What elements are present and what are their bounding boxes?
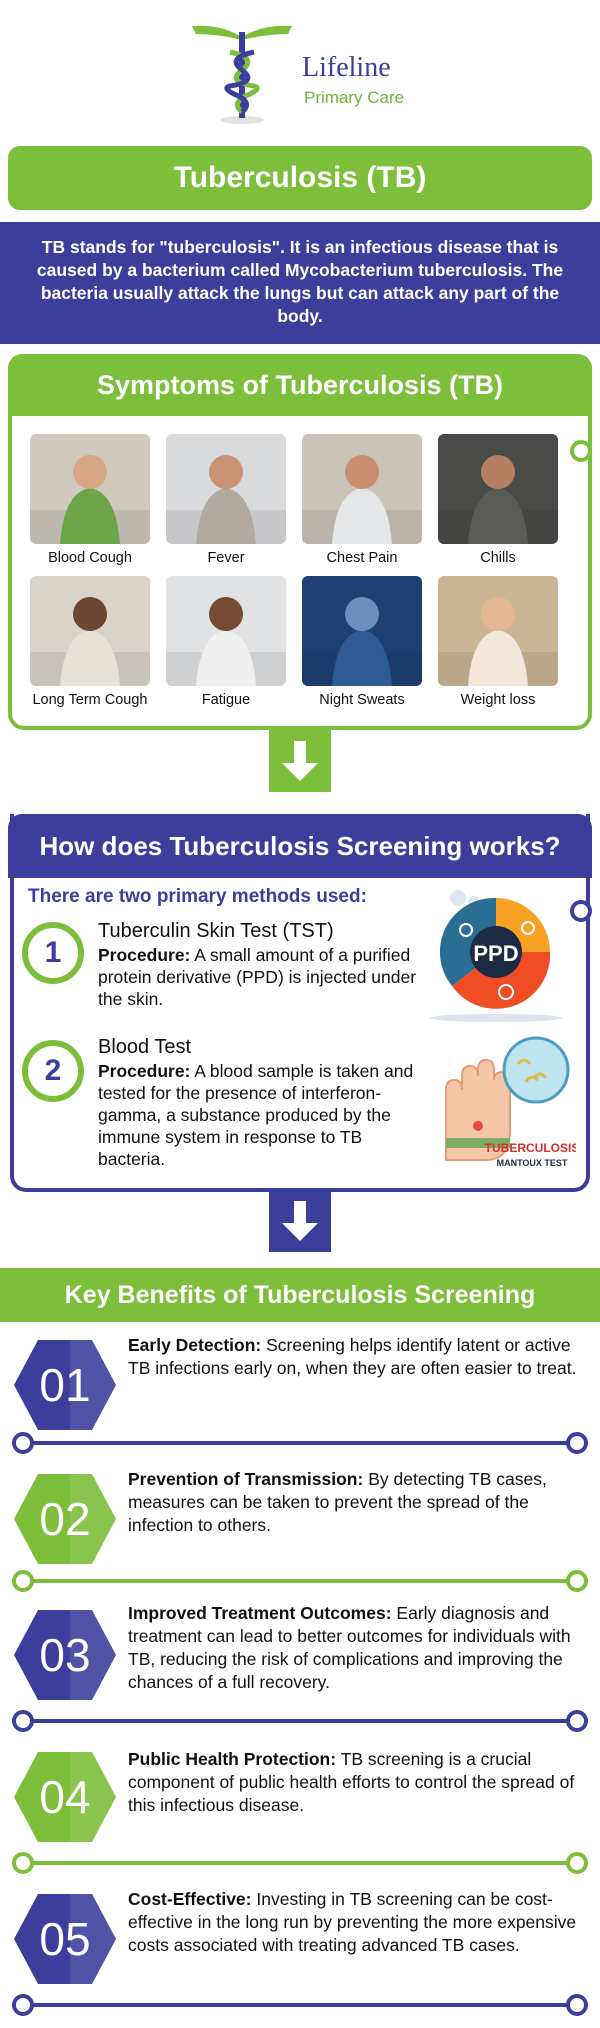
lifeline-logo: Lifeline Primary Care [190, 22, 430, 126]
symptom-card: Long Term Cough [30, 576, 150, 708]
benefit-number: 04 [39, 1771, 91, 1823]
photo-waist-tape [438, 576, 558, 686]
methods-intro: There are two primary methods used: [28, 886, 367, 907]
method-2-number: 2 [22, 1040, 84, 1102]
procedure-text: A small amount of a purified protein der… [98, 945, 417, 1009]
benefit-desc: By detecting TB cases, measures can be t… [128, 1469, 547, 1535]
benefit-text: Public Health Protection: TB screening i… [128, 1748, 584, 1817]
photo-woman-tired [166, 576, 286, 686]
frame-ring-icon [570, 440, 592, 462]
procedure-label: Procedure: [98, 1061, 191, 1081]
benefit-number-badge: 02 [12, 1472, 118, 1566]
benefit-number-badge: 01 [12, 1338, 118, 1432]
photo-man-forehead [166, 434, 286, 544]
benefit-text: Early Detection: Screening helps identif… [128, 1334, 584, 1380]
brand-name: Lifeline [302, 52, 391, 83]
mantoux-test-icon: TUBERCULOSIS MANTOUX TEST [445, 1036, 576, 1168]
benefit-desc: Investing in TB screening can be cost-ef… [128, 1889, 577, 1955]
benefit-desc: Screening helps identify latent or activ… [128, 1335, 577, 1378]
symptom-label: Fever [207, 550, 245, 566]
benefit-number: 03 [39, 1629, 91, 1681]
down-arrow-icon [269, 730, 331, 792]
benefit-text: Cost-Effective: Investing in TB screenin… [128, 1888, 584, 1957]
procedure-text: A blood sample is taken and tested for t… [98, 1061, 414, 1169]
brand-tagline: Primary Care [304, 88, 405, 107]
benefit-title: Public Health Protection: [128, 1749, 337, 1769]
screening-heading: How does Tuberculosis Screening works? [8, 814, 592, 878]
photo-woman-blanket [438, 434, 558, 544]
mantoux-sub: MANTOUX TEST [497, 1158, 568, 1168]
page-title: Tuberculosis (TB) [8, 146, 592, 210]
benefit-number: 05 [39, 1913, 91, 1965]
symptom-label: Blood Cough [48, 550, 132, 566]
symptom-label: Night Sweats [319, 692, 405, 708]
symptom-card: Night Sweats [302, 576, 422, 708]
photo-woman-tissue [30, 576, 150, 686]
symptom-card: Weight loss [438, 576, 558, 708]
symptom-label: Long Term Cough [32, 692, 148, 708]
benefit-title: Early Detection: [128, 1335, 262, 1355]
benefits-heading: Key Benefits of Tuberculosis Screening [0, 1268, 600, 1322]
method-1-title: Tuberculin Skin Test (TST) [98, 920, 334, 942]
symptom-card: Chest Pain [302, 434, 422, 566]
benefit-number-badge: 03 [12, 1608, 118, 1702]
benefit-divider [12, 1994, 588, 2016]
benefit-text: Prevention of Transmission: By detecting… [128, 1468, 584, 1537]
benefit-title: Cost-Effective: [128, 1889, 252, 1909]
benefit-number: 02 [39, 1493, 91, 1545]
benefit-title: Improved Treatment Outcomes: [128, 1603, 392, 1623]
benefit-divider [12, 1432, 588, 1454]
symptom-card: Blood Cough [30, 434, 150, 566]
benefit-number-badge: 05 [12, 1892, 118, 1986]
symptoms-frame [8, 354, 592, 730]
benefit-divider [12, 1710, 588, 1732]
frame-ring-icon [570, 900, 592, 922]
ppd-label: PPD [473, 941, 518, 966]
method-1-procedure: Procedure: A small amount of a purified … [98, 944, 428, 1010]
benefit-divider [12, 1852, 588, 1874]
method-1-number: 1 [22, 922, 84, 984]
benefit-title: Prevention of Transmission: [128, 1469, 364, 1489]
symptom-label: Fatigue [201, 692, 251, 708]
symptom-label: Chest Pain [326, 550, 398, 566]
symptom-label: Chills [480, 550, 516, 566]
caduceus-icon [192, 25, 292, 124]
symptom-card: Fever [166, 434, 286, 566]
photo-woman-coughing [30, 434, 150, 544]
method-2-title: Blood Test [98, 1036, 192, 1058]
benefit-desc: Early diagnosis and treatment can lead t… [128, 1603, 571, 1692]
benefit-desc: TB screening is a crucial component of p… [128, 1749, 575, 1815]
ppd-wheel-icon: PPD [430, 890, 562, 1022]
procedure-label: Procedure: [98, 945, 191, 965]
intro-text: TB stands for "tuberculosis". It is an i… [0, 222, 600, 344]
symptoms-heading: Symptoms of Tuberculosis (TB) [8, 354, 592, 416]
benefit-divider [12, 1570, 588, 1592]
benefit-number: 01 [39, 1359, 91, 1411]
benefit-text: Improved Treatment Outcomes: Early diagn… [128, 1602, 584, 1694]
mantoux-title: TUBERCULOSIS [485, 1141, 576, 1155]
symptom-label: Weight loss [460, 692, 536, 708]
symptom-card: Fatigue [166, 576, 286, 708]
symptom-card: Chills [438, 434, 558, 566]
photo-man-bed [302, 576, 422, 686]
down-arrow-icon [269, 1190, 331, 1252]
benefit-number-badge: 04 [12, 1750, 118, 1844]
method-2-procedure: Procedure: A blood sample is taken and t… [98, 1060, 428, 1170]
photo-man-chest [302, 434, 422, 544]
